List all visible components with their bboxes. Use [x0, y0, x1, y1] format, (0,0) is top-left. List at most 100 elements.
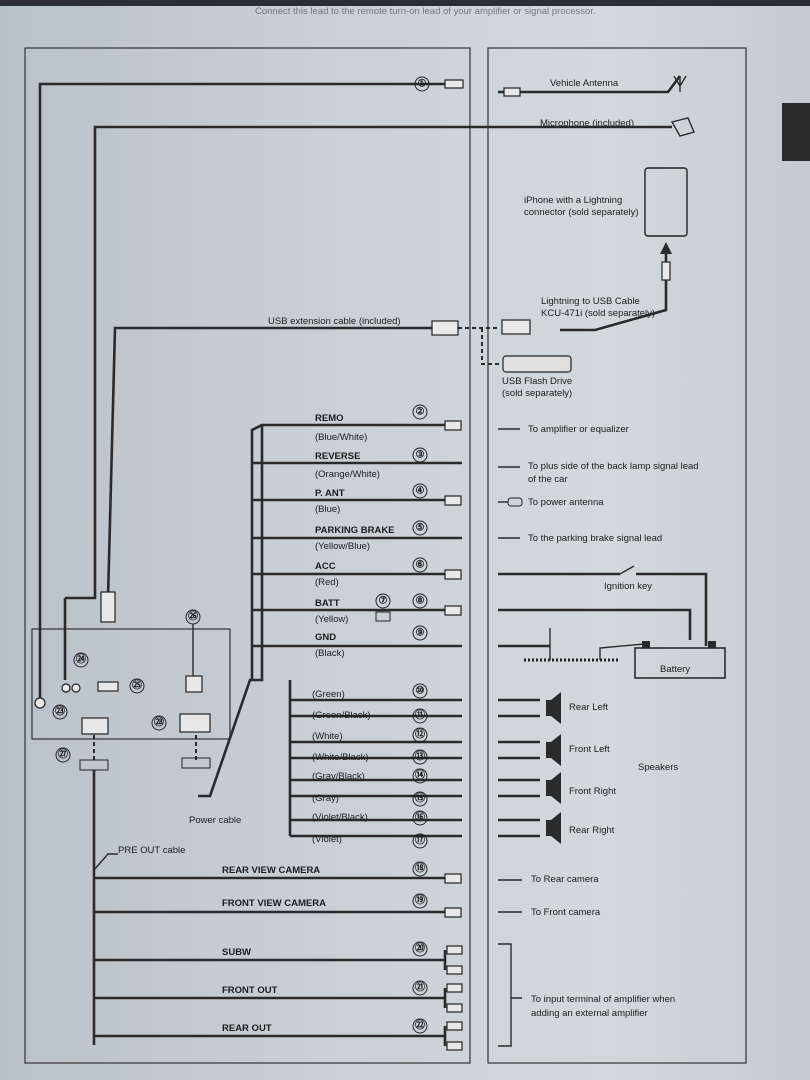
usb-extension-label: USB extension cable (included): [268, 316, 401, 327]
parking-brake-color: (Yellow/Blue): [315, 541, 370, 552]
remo-destination: To amplifier or equalizer: [528, 424, 629, 435]
socket-27: [81, 717, 109, 735]
antenna-plug: [444, 79, 464, 89]
rear-out-rca-l: [446, 1021, 463, 1031]
speaker-wire-bundle: [288, 680, 462, 838]
marker-24: ㉔: [73, 652, 89, 668]
p-ant-connector: [444, 495, 462, 506]
front-out-rca-r: [446, 1003, 463, 1013]
marker-6: ⑥: [412, 557, 428, 573]
remo-label: REMO: [315, 413, 344, 424]
speaker-front-right-label: Front Right: [569, 786, 616, 797]
iphone-icon: [644, 167, 688, 237]
marker-28: ㉘: [151, 715, 167, 731]
front-out-wire: [94, 988, 447, 1008]
speakers-label: Speakers: [638, 762, 678, 773]
svg-text:⑫: ⑫: [415, 728, 425, 741]
svg-text:㉕: ㉕: [132, 679, 142, 692]
rear-camera-label: REAR VIEW CAMERA: [222, 865, 320, 876]
reverse-color: (Orange/White): [315, 469, 380, 480]
batt-label: BATT: [315, 598, 340, 609]
socket-26: [185, 675, 203, 693]
speaker-rear-right-label: Rear Right: [569, 825, 615, 836]
harness-trunk: [250, 423, 263, 680]
ignition-label: Ignition key: [604, 581, 652, 592]
marker-22: ㉒: [412, 1018, 428, 1034]
p-ant-destination: To power antenna: [528, 497, 604, 508]
p-ant-color: (Blue): [315, 504, 340, 515]
svg-text:⑮: ⑮: [415, 792, 425, 805]
rear-out-label: REAR OUT: [222, 1023, 272, 1034]
svg-text:⑤: ⑤: [416, 523, 425, 534]
rear-out-wire: [94, 1026, 447, 1046]
batt-color: (Yellow): [315, 614, 348, 625]
socket-24b: [71, 683, 81, 693]
usb-dashed-link: [458, 327, 500, 365]
remo-wire: [198, 423, 445, 798]
usb-extension-cable: [106, 326, 432, 599]
acc-label: ACC: [315, 561, 336, 572]
head-unit-rear: [31, 628, 231, 740]
reverse-label: REVERSE: [315, 451, 360, 462]
remo-connector: [444, 420, 462, 431]
svg-text:④: ④: [416, 486, 425, 497]
battery-terminal-pos: [708, 641, 716, 648]
left-panel: [24, 47, 471, 1064]
microphone-label: Microphone (included): [540, 118, 634, 129]
marker-16: ⑯: [412, 810, 428, 826]
reverse-destination-2: of the car: [528, 474, 568, 485]
marker-17: ⑰: [412, 833, 428, 849]
marker-19: ⑲: [412, 893, 428, 909]
preout-pointer: [93, 853, 118, 871]
socket-24a: [61, 683, 71, 693]
marker-5: ⑤: [412, 520, 428, 536]
gray-black-label: (Gray/Black): [312, 771, 365, 782]
socket-28: [179, 713, 211, 733]
svg-text:①: ①: [418, 79, 427, 90]
usb-cable-plug: [100, 591, 116, 623]
speaker-front-right-icon: [546, 772, 561, 804]
batt-connector: [444, 605, 462, 616]
batt-to-battery: [498, 608, 692, 640]
violet-label: (Violet): [312, 834, 342, 845]
marker-13: ⑬: [412, 749, 428, 765]
ignition-switch-icon: [619, 565, 635, 575]
battery-ground-lead: [599, 643, 645, 660]
subw-rca-r: [446, 965, 463, 975]
svg-text:㉒: ㉒: [415, 1019, 425, 1032]
svg-text:⑳: ⑳: [415, 942, 425, 955]
vehicle-antenna-plug: [503, 87, 521, 97]
subw-rca-l: [446, 945, 463, 955]
svg-text:⑥: ⑥: [416, 560, 425, 571]
right-panel: [487, 47, 747, 1064]
speaker-rear-right-icon: [546, 812, 561, 844]
microphone-icon: [670, 117, 695, 137]
speaker-wires-right: [498, 698, 540, 838]
marker-4: ④: [412, 483, 428, 499]
speaker-rear-left-icon: [546, 692, 561, 724]
antenna-icon: [673, 75, 687, 92]
parking-brake-destination: To the parking brake signal lead: [528, 533, 662, 544]
rca-connectors: [444, 873, 463, 1051]
speaker-front-left-icon: [546, 734, 561, 766]
lightning-label-1: Lightning to USB Cable: [541, 296, 640, 307]
usb-plug: [501, 319, 531, 335]
marker-25: ㉕: [129, 678, 145, 694]
antenna-jack: [34, 697, 46, 709]
svg-text:㉓: ㉓: [55, 705, 65, 718]
acc-color: (Red): [315, 577, 339, 588]
svg-text:②: ②: [416, 407, 425, 418]
subw-wire: [94, 950, 447, 970]
green-black-label: (Green/Black): [312, 710, 371, 721]
svg-text:㉘: ㉘: [154, 716, 164, 729]
battery-label: Battery: [660, 664, 690, 675]
vehicle-antenna-label: Vehicle Antenna: [550, 78, 619, 89]
lightning-label-2: KCU-471i (sold separately): [541, 308, 655, 319]
gnd-color: (Black): [315, 648, 345, 659]
marker-7: ⑦: [375, 593, 391, 609]
svg-text:㉗: ㉗: [58, 748, 68, 761]
marker-3: ③: [412, 447, 428, 463]
marker-1: ①: [414, 76, 430, 92]
subw-label: SUBW: [222, 947, 251, 958]
